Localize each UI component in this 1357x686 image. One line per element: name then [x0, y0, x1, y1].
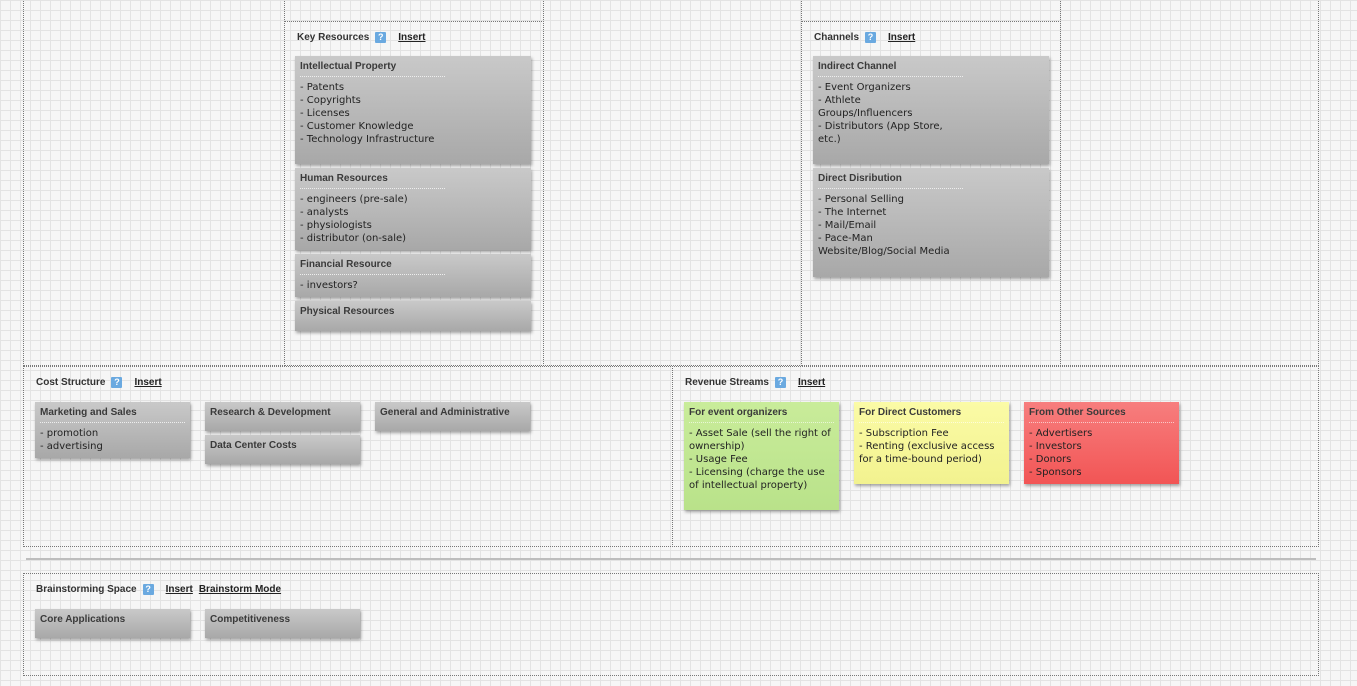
note-line: - advertising: [40, 441, 103, 452]
customer-relationships-top: [801, 0, 1061, 22]
note-core-applications[interactable]: Core Applications: [35, 609, 190, 638]
note-body: - investors?: [300, 279, 526, 292]
note-line: - Investors: [1029, 441, 1082, 452]
brainstorming-section: Brainstorming Space ? Insert Brainstorm …: [23, 573, 1319, 676]
note-financial-resource[interactable]: Financial Resource - investors?: [295, 254, 531, 297]
note-title: Competitiveness: [210, 614, 291, 625]
note-line: - Distributors (App Store, etc.): [818, 121, 943, 145]
help-icon[interactable]: ?: [111, 377, 123, 388]
note-title: Marketing and Sales: [40, 407, 185, 423]
note-title: Data Center Costs: [210, 440, 297, 451]
note-line: - The Internet: [818, 207, 887, 218]
note-research-development[interactable]: Research & Development: [205, 402, 360, 431]
note-title: Core Applications: [40, 614, 126, 625]
help-icon[interactable]: ?: [142, 584, 154, 595]
note-indirect-channel[interactable]: Indirect Channel - Event Organizers - At…: [813, 56, 1049, 164]
note-body: - Subscription Fee - Renting (exclusive …: [859, 427, 1004, 466]
key-resources-title: Key Resources: [297, 32, 370, 43]
note-from-other-sources[interactable]: From Other Sources - Advertisers - Inves…: [1024, 402, 1179, 484]
note-human-resources[interactable]: Human Resources - engineers (pre-sale) -…: [295, 168, 531, 250]
note-title: For event organizers: [689, 407, 834, 423]
note-line: - investors?: [300, 280, 358, 291]
note-body: - Event Organizers - Athlete Groups/Infl…: [818, 81, 958, 146]
channels-header: Channels ? Insert: [814, 32, 915, 43]
note-title: Human Resources: [300, 173, 445, 189]
note-line: - Donors: [1029, 454, 1072, 465]
brainstorm-mode-link[interactable]: Brainstorm Mode: [198, 584, 282, 595]
note-line: - distributor (on-sale): [300, 233, 407, 244]
note-body: - Advertisers - Investors - Donors - Spo…: [1029, 427, 1174, 479]
note-line: - Customer Knowledge: [300, 121, 414, 132]
note-data-center-costs[interactable]: Data Center Costs: [205, 435, 360, 464]
help-icon[interactable]: ?: [375, 32, 387, 43]
channels-insert-link[interactable]: Insert: [888, 32, 916, 43]
section-divider: [26, 558, 1316, 560]
note-line: - Personal Selling: [818, 194, 904, 205]
note-line: - Usage Fee: [689, 454, 748, 465]
note-line: - Asset Sale (sell the right of ownershi…: [689, 428, 831, 452]
note-line: - physiologists: [300, 220, 372, 231]
note-line: - engineers (pre-sale): [300, 194, 408, 205]
note-line: - Licenses: [300, 108, 350, 119]
help-icon[interactable]: ?: [774, 377, 786, 388]
brainstorming-insert-link[interactable]: Insert: [165, 584, 193, 595]
note-line: - analysts: [300, 207, 349, 218]
note-body: - promotion - advertising: [40, 427, 185, 453]
note-line: - Patents: [300, 82, 345, 93]
note-line: - Athlete Groups/Influencers: [818, 95, 913, 119]
note-competitiveness[interactable]: Competitiveness: [205, 609, 360, 638]
key-activities-top: [284, 0, 544, 22]
note-line: - Renting (exclusive access for a time-b…: [859, 441, 995, 465]
note-title: Physical Resources: [300, 306, 395, 317]
note-general-administrative[interactable]: General and Administrative: [375, 402, 530, 431]
revenue-streams-title: Revenue Streams: [685, 377, 769, 388]
revenue-streams-section: Revenue Streams ? Insert: [672, 366, 1319, 547]
note-line: - Sponsors: [1029, 467, 1082, 478]
channels-title: Channels: [814, 32, 860, 43]
cost-structure-header: Cost Structure ? Insert: [36, 377, 162, 388]
note-title: Intellectual Property: [300, 61, 445, 77]
note-direct-distribution[interactable]: Direct Disribution - Personal Selling - …: [813, 168, 1049, 277]
cost-structure-insert-link[interactable]: Insert: [134, 377, 162, 388]
note-marketing-and-sales[interactable]: Marketing and Sales - promotion - advert…: [35, 402, 190, 458]
note-title: Research & Development: [210, 407, 331, 418]
note-body: - Asset Sale (sell the right of ownershi…: [689, 427, 834, 492]
cost-structure-title: Cost Structure: [36, 377, 106, 388]
top-left-column: [23, 0, 285, 366]
note-for-event-organizers[interactable]: For event organizers - Asset Sale (sell …: [684, 402, 839, 510]
note-title: For Direct Customers: [859, 407, 1004, 423]
note-title: Financial Resource: [300, 259, 445, 275]
note-body: - Patents - Copyrights - Licenses - Cust…: [300, 81, 526, 146]
note-body: - engineers (pre-sale) - analysts - phys…: [300, 193, 526, 245]
note-line: - Technology Infrastructure: [300, 134, 435, 145]
note-line: - Subscription Fee: [859, 428, 949, 439]
note-physical-resources[interactable]: Physical Resources: [295, 301, 531, 331]
note-title: From Other Sources: [1029, 407, 1174, 423]
note-line: - Mail/Email: [818, 220, 877, 231]
note-intellectual-property[interactable]: Intellectual Property - Patents - Copyri…: [295, 56, 531, 164]
note-title: Indirect Channel: [818, 61, 963, 77]
customer-segments-column: [1060, 0, 1319, 366]
note-line: - Advertisers: [1029, 428, 1093, 439]
note-body: - Personal Selling - The Internet - Mail…: [818, 193, 958, 258]
note-line: - promotion: [40, 428, 99, 439]
brainstorming-header: Brainstorming Space ? Insert Brainstorm …: [36, 584, 281, 595]
revenue-streams-insert-link[interactable]: Insert: [797, 377, 826, 388]
note-for-direct-customers[interactable]: For Direct Customers - Subscription Fee …: [854, 402, 1009, 484]
key-resources-header: Key Resources ? Insert: [297, 32, 426, 43]
revenue-streams-header: Revenue Streams ? Insert: [685, 377, 825, 388]
value-propositions-column: [543, 0, 802, 366]
help-icon[interactable]: ?: [865, 32, 877, 43]
note-title: Direct Disribution: [818, 173, 963, 189]
note-line: - Pace-Man Website/Blog/Social Media: [818, 233, 950, 257]
note-line: - Licensing (charge the use of intellect…: [689, 467, 825, 491]
note-title: General and Administrative: [380, 407, 510, 418]
key-resources-insert-link[interactable]: Insert: [398, 32, 426, 43]
brainstorming-title: Brainstorming Space: [36, 584, 137, 595]
note-line: - Copyrights: [300, 95, 361, 106]
note-line: - Event Organizers: [818, 82, 911, 93]
